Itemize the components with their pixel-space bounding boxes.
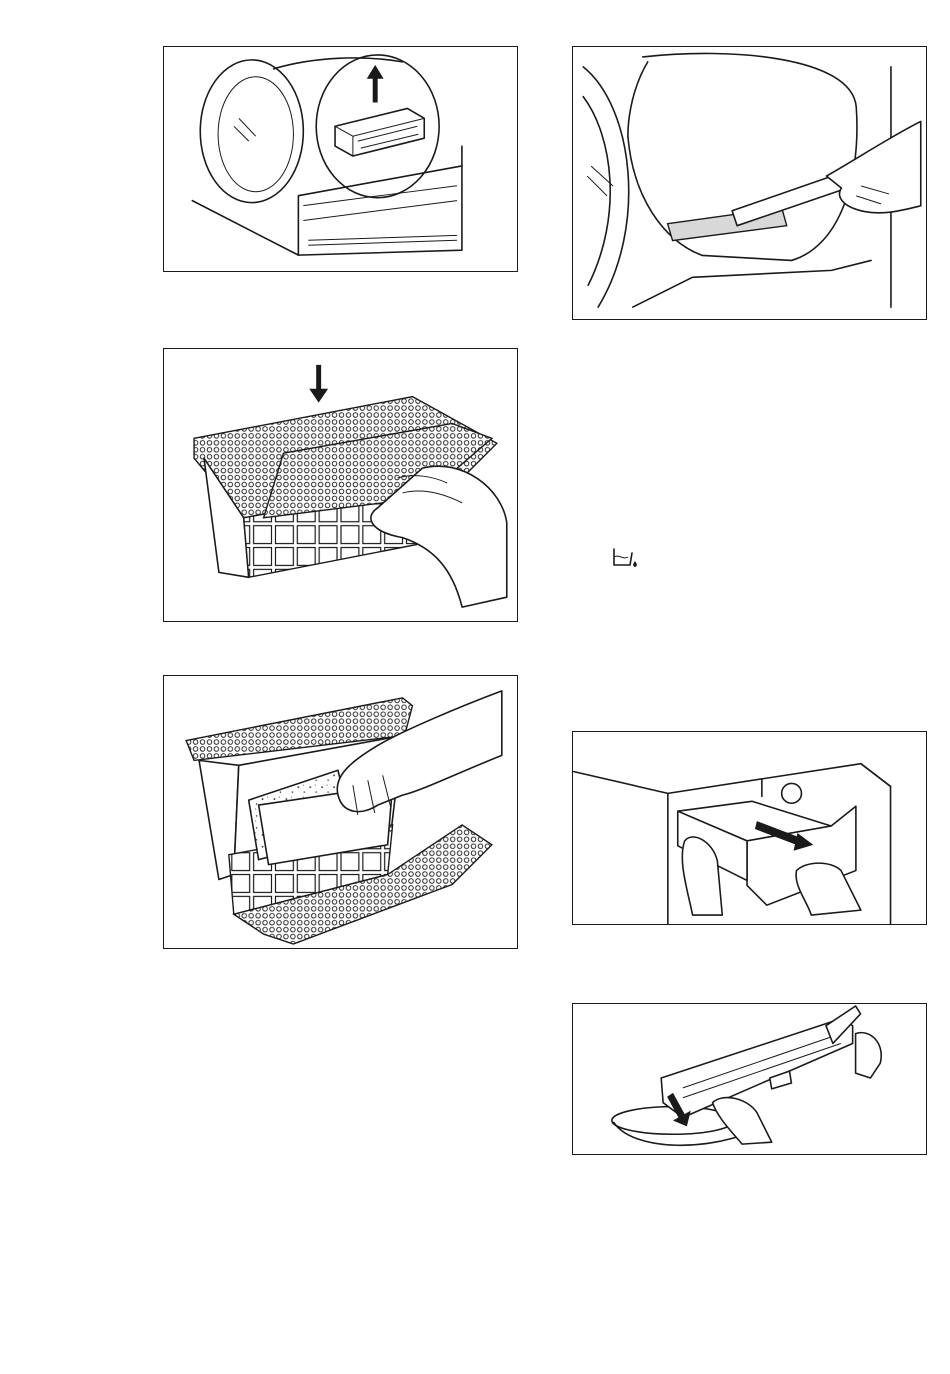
figure-filter-clean	[163, 675, 518, 949]
water-container-icon	[610, 545, 640, 571]
dryer-door-filter-lift-icon	[164, 47, 517, 271]
filter-clean-by-hand-icon	[164, 676, 517, 948]
figure-container-empty	[572, 1003, 927, 1155]
figure-filter-lift	[163, 46, 518, 272]
figure-container-pull-out	[572, 731, 927, 925]
water-container-pull-out-icon	[573, 732, 926, 924]
water-container-empty-icon	[573, 1004, 926, 1154]
vacuum-filter-housing-icon	[573, 47, 926, 319]
figure-vacuum-housing	[572, 46, 927, 320]
figure-filter-press	[163, 348, 518, 622]
filter-press-close-icon	[164, 349, 517, 621]
